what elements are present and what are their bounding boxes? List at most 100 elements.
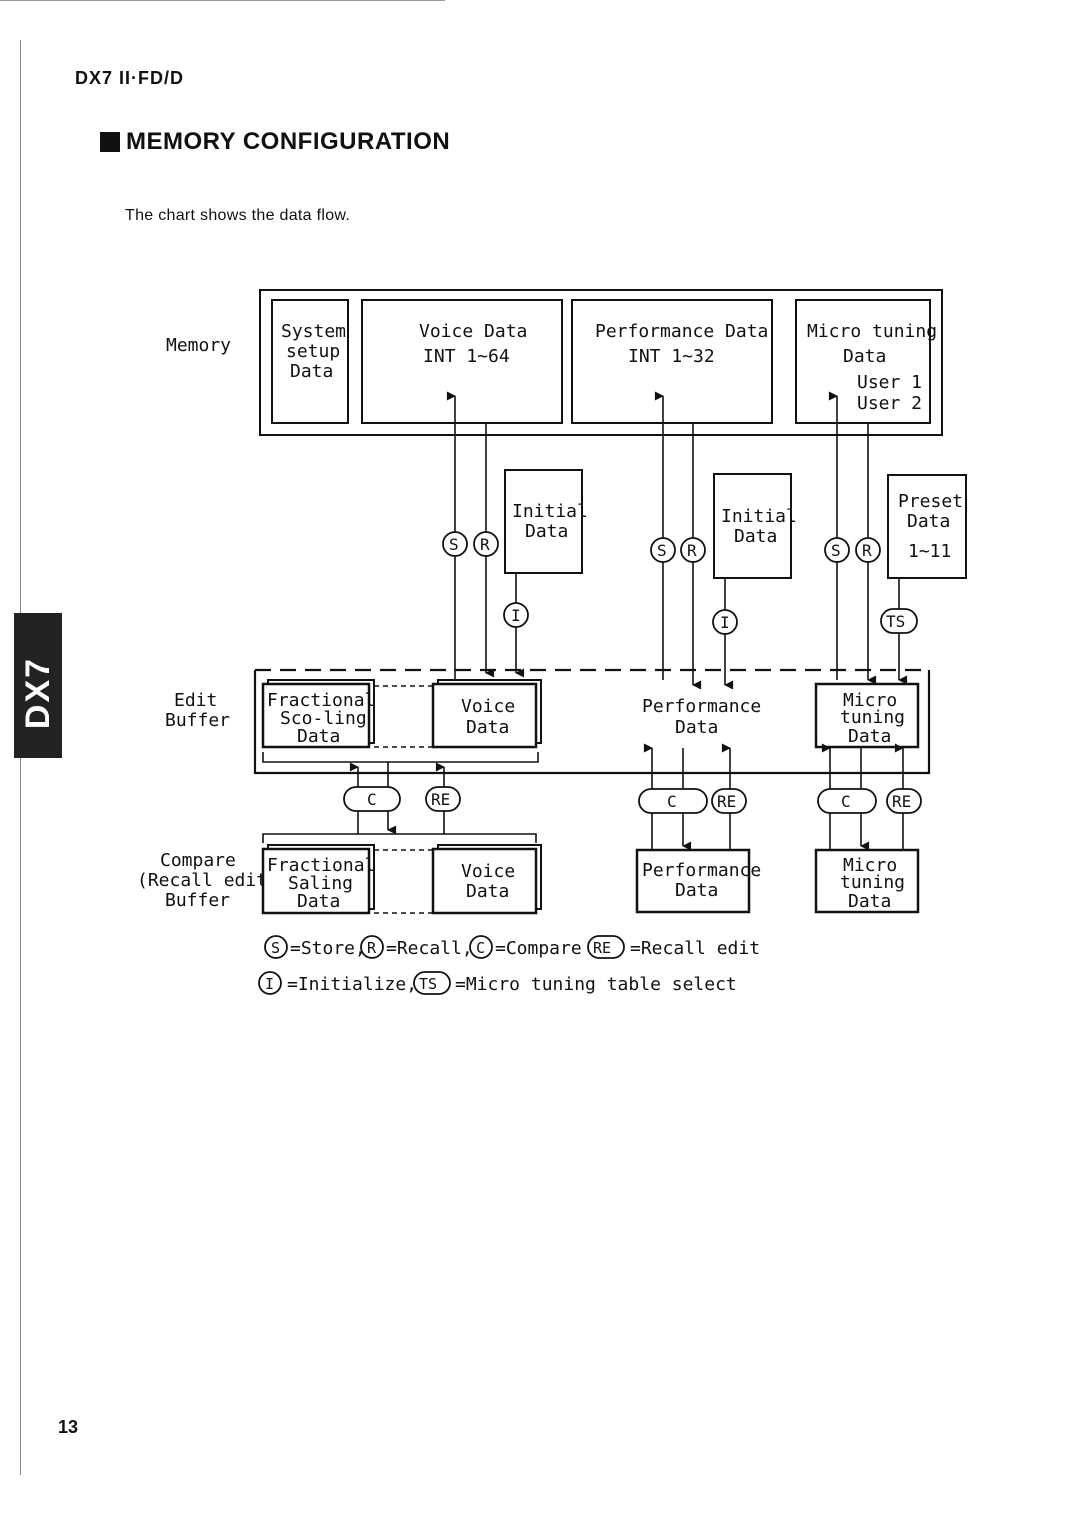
row-label-edit-2: Buffer — [165, 710, 230, 731]
edit-fractional-1: Fractional — [267, 690, 375, 711]
voice-memory-box — [361, 299, 563, 424]
performance-initial-1: Initial — [721, 506, 797, 527]
svg-text:C: C — [667, 792, 677, 811]
voice-memory-range: INT 1~64 — [423, 346, 510, 367]
svg-text:TS: TS — [419, 975, 437, 993]
micro-store-symbol: S — [824, 537, 850, 563]
voice-memory-title: Voice Data — [419, 321, 527, 342]
micro-memory-title: Micro tuning — [807, 321, 937, 342]
compare-micro-3: Data — [848, 891, 891, 912]
row-label-edit-1: Edit — [174, 690, 217, 711]
micro-memory-user2: User 2 — [857, 393, 922, 414]
performance-memory-box — [571, 299, 773, 424]
compare-fractional-3: Data — [297, 891, 340, 912]
svg-text:S: S — [831, 541, 841, 560]
svg-text:RE: RE — [717, 792, 736, 811]
legend-table-select-text: =Micro tuning table select — [455, 974, 737, 995]
row-label-compare-3: Buffer — [165, 890, 230, 911]
preset-box — [887, 474, 967, 579]
voice-compare-symbol: C — [343, 786, 401, 812]
edit-micro-2: tuning — [840, 707, 905, 728]
micro-compare-symbol: C — [817, 788, 877, 814]
performance-memory-range: INT 1~32 — [628, 346, 715, 367]
compare-micro-2: tuning — [840, 872, 905, 893]
legend-recall: R =Recall, — [360, 935, 473, 959]
svg-text:S: S — [657, 541, 667, 560]
legend-compare-text: =Compare — [495, 938, 582, 959]
svg-text:TS: TS — [886, 612, 905, 631]
page-top-rule — [0, 0, 445, 1]
system-text-2: setup — [286, 341, 340, 362]
legend-store: S =Store, — [264, 935, 366, 959]
compare-fractional-box — [261, 847, 371, 915]
voice-initial-1: Initial — [512, 501, 588, 522]
voice-store-symbol: S — [442, 531, 468, 557]
edit-fractional-box — [261, 682, 371, 749]
preset-2: Data — [907, 511, 950, 532]
svg-text:R: R — [687, 541, 697, 560]
voice-initial-2: Data — [525, 521, 568, 542]
svg-text:R: R — [480, 535, 490, 554]
micro-table-select-symbol: TS — [880, 608, 918, 634]
svg-text:I: I — [511, 606, 521, 625]
intro-text: The chart shows the data flow. — [125, 207, 351, 224]
edit-performance-1: Performance — [642, 696, 761, 717]
heading-bullet-icon — [100, 132, 120, 152]
micro-memory-sub: Data — [843, 346, 886, 367]
row-label-memory: Memory — [166, 335, 231, 356]
heading-title: MEMORY CONFIGURATION — [126, 128, 451, 155]
svg-text:C: C — [476, 939, 485, 957]
edit-voice-1: Voice — [461, 696, 515, 717]
legend-initialize: I =Initialize, — [258, 971, 417, 995]
perf-initialize-symbol: I — [712, 609, 738, 635]
compare-performance-1: Performance — [642, 860, 761, 881]
voice-initialize-symbol: I — [503, 602, 529, 628]
system-setup-box — [271, 299, 349, 424]
system-text-1: System — [281, 321, 346, 342]
legend-recall-text: =Recall, — [386, 938, 473, 959]
legend-store-text: =Store, — [290, 938, 366, 959]
compare-voice-box — [431, 847, 538, 915]
svg-text:I: I — [265, 975, 274, 993]
compare-voice-2: Data — [466, 881, 509, 902]
performance-memory-title: Performance Data — [595, 321, 768, 342]
compare-bracket — [262, 833, 537, 843]
edit-bracket — [262, 752, 539, 763]
preset-1: Preset — [898, 491, 963, 512]
compare-fractional-1: Fractional — [267, 855, 375, 876]
micro-memory-box — [795, 299, 931, 424]
compare-voice-1: Voice — [461, 861, 515, 882]
legend-recall-edit-text: =Recall edit — [630, 938, 760, 959]
compare-micro-1: Micro — [843, 855, 897, 876]
svg-text:S: S — [449, 535, 459, 554]
svg-text:RE: RE — [593, 939, 611, 957]
page-number: 13 — [58, 1417, 79, 1437]
row-label-compare-1: Compare — [160, 850, 236, 871]
voice-initial-box — [504, 469, 583, 574]
svg-text:R: R — [367, 939, 377, 957]
performance-initial-2: Data — [734, 526, 777, 547]
svg-text:RE: RE — [892, 792, 911, 811]
micro-recall-edit-symbol: RE — [886, 788, 922, 814]
voice-recall-symbol: R — [473, 531, 499, 557]
legend-initialize-text: =Initialize, — [287, 974, 417, 995]
edit-voice-2: Data — [466, 717, 509, 738]
preset-3: 1~11 — [908, 541, 951, 562]
page-heading: MEMORY CONFIGURATION — [100, 128, 450, 156]
legend-compare: C =Compare — [469, 935, 582, 959]
edit-micro-1: Micro — [843, 690, 897, 711]
compare-fractional-2: Saling — [288, 873, 353, 894]
perf-compare-symbol: C — [638, 788, 708, 814]
compare-performance-box — [635, 848, 751, 914]
voice-recall-edit-symbol: RE — [425, 786, 461, 812]
edit-performance-2: Data — [675, 717, 718, 738]
legend-recall-edit: RE =Recall edit — [587, 935, 760, 959]
edit-micro-3: Data — [848, 726, 891, 747]
edit-voice-box — [431, 682, 538, 749]
svg-text:C: C — [367, 790, 377, 809]
svg-text:S: S — [271, 939, 280, 957]
model-name: DX7 II·FD/D — [75, 68, 185, 88]
svg-text:R: R — [862, 541, 872, 560]
edit-fractional-2: Sco-ling — [280, 708, 367, 729]
